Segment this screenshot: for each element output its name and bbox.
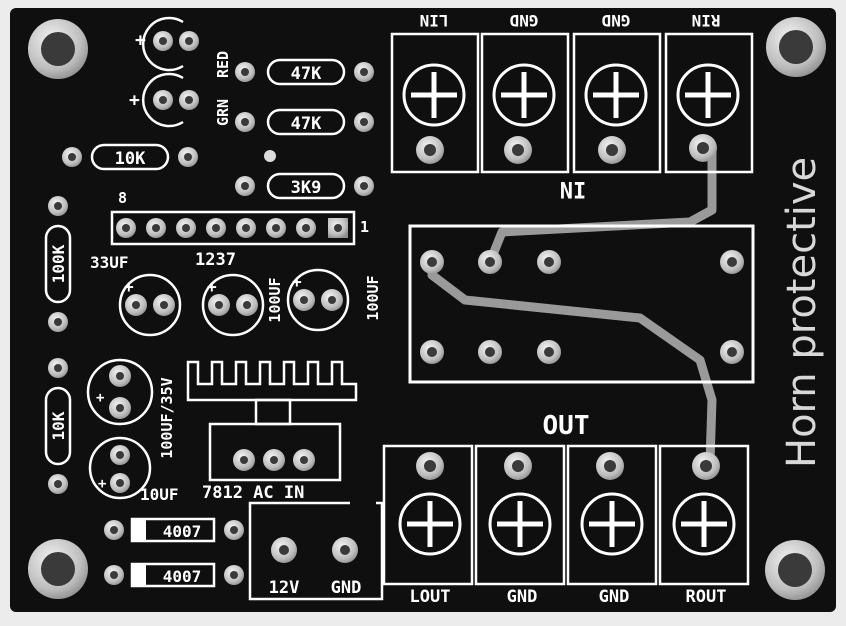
label-r1: 47K bbox=[291, 64, 322, 84]
resistor-r5 bbox=[44, 196, 72, 332]
label-gnd-in-left: GND bbox=[510, 11, 539, 30]
relay-outline bbox=[408, 224, 755, 384]
output-terminal-block bbox=[382, 444, 750, 586]
mounting-hole-bottom-right bbox=[765, 540, 825, 600]
ic-pin-8: 8 bbox=[118, 189, 127, 207]
label-gnd-out-right: GND bbox=[599, 587, 630, 607]
relay-pads bbox=[420, 250, 744, 364]
capacitor-c4 bbox=[86, 358, 154, 426]
label-c1: 33UF bbox=[90, 253, 129, 272]
capacitor-c3 bbox=[286, 268, 350, 332]
input-screws bbox=[402, 63, 740, 127]
label-r5: 100K bbox=[49, 244, 68, 283]
power-connector-gap bbox=[350, 499, 376, 509]
label-d1: 4007 bbox=[163, 522, 202, 541]
plus-c5: + bbox=[98, 476, 106, 492]
ic-name: 1237 bbox=[195, 250, 236, 270]
plus-c2: + bbox=[207, 277, 217, 296]
label-c2: 100UF bbox=[266, 277, 284, 322]
label-rout: ROUT bbox=[686, 587, 727, 607]
label-red: RED bbox=[214, 51, 232, 78]
label-c5: 10UF bbox=[140, 485, 179, 504]
trace-relay-to-rout bbox=[427, 262, 717, 463]
input-terminal-block bbox=[390, 32, 754, 174]
output-screws bbox=[398, 492, 736, 556]
mounting-hole-top-right bbox=[766, 17, 826, 77]
label-gnd-in-right: GND bbox=[602, 11, 631, 30]
led-green bbox=[141, 16, 199, 72]
label-relay-in: IN bbox=[560, 176, 587, 201]
label-lin: LIN bbox=[420, 11, 449, 30]
plus-c4: + bbox=[96, 390, 104, 406]
label-c4: 100UF/35V bbox=[158, 377, 176, 458]
label-regulator: 7812 AC IN bbox=[202, 483, 304, 503]
label-r3: 10K bbox=[115, 149, 146, 169]
brand-text: Horn protective bbox=[779, 157, 825, 468]
power-connector-outline bbox=[248, 501, 384, 601]
capacitor-c1 bbox=[118, 273, 182, 337]
power-connector-pads bbox=[271, 537, 358, 563]
resistor-r2 bbox=[235, 108, 374, 136]
label-lout: LOUT bbox=[410, 587, 451, 607]
label-grn: GRN bbox=[214, 99, 232, 126]
ic-outline bbox=[110, 210, 356, 246]
input-pads bbox=[416, 134, 717, 164]
label-r6: 10K bbox=[49, 411, 68, 440]
capacitor-c2 bbox=[201, 273, 265, 337]
led-red bbox=[141, 72, 199, 128]
label-out: OUT bbox=[543, 411, 590, 441]
plus-c3: + bbox=[292, 272, 302, 291]
label-r2: 47K bbox=[291, 114, 322, 134]
diode-d1 bbox=[104, 517, 244, 543]
regulator-body bbox=[208, 422, 342, 482]
resistor-r1 bbox=[235, 58, 374, 86]
label-d2: 4007 bbox=[163, 567, 202, 586]
led-bottom-plus: + bbox=[129, 90, 140, 111]
resistor-r6 bbox=[44, 358, 72, 494]
resistor-r4 bbox=[235, 172, 374, 200]
plus-c1: + bbox=[124, 277, 134, 296]
heatsink-outline bbox=[186, 360, 358, 402]
label-12v: 12V bbox=[269, 578, 300, 598]
pcb-body bbox=[10, 8, 836, 612]
resistor-r3 bbox=[62, 143, 198, 171]
ic-pins bbox=[116, 218, 348, 238]
led-top-plus: + bbox=[135, 30, 146, 51]
label-c3: 100UF bbox=[364, 275, 382, 320]
mounting-hole-top-left bbox=[28, 19, 88, 79]
output-pads bbox=[416, 452, 720, 480]
label-rin: RIN bbox=[692, 11, 721, 30]
label-r4: 3K9 bbox=[291, 178, 322, 198]
regulator-pins bbox=[233, 449, 315, 471]
diode-d2 bbox=[104, 562, 244, 588]
label-gnd-out-left: GND bbox=[507, 587, 538, 607]
label-power-gnd: GND bbox=[331, 578, 362, 598]
capacitor-c5 bbox=[88, 436, 152, 500]
via-hole bbox=[264, 150, 276, 162]
mounting-hole-bottom-left bbox=[28, 539, 88, 599]
ic-pin-1: 1 bbox=[360, 218, 369, 236]
